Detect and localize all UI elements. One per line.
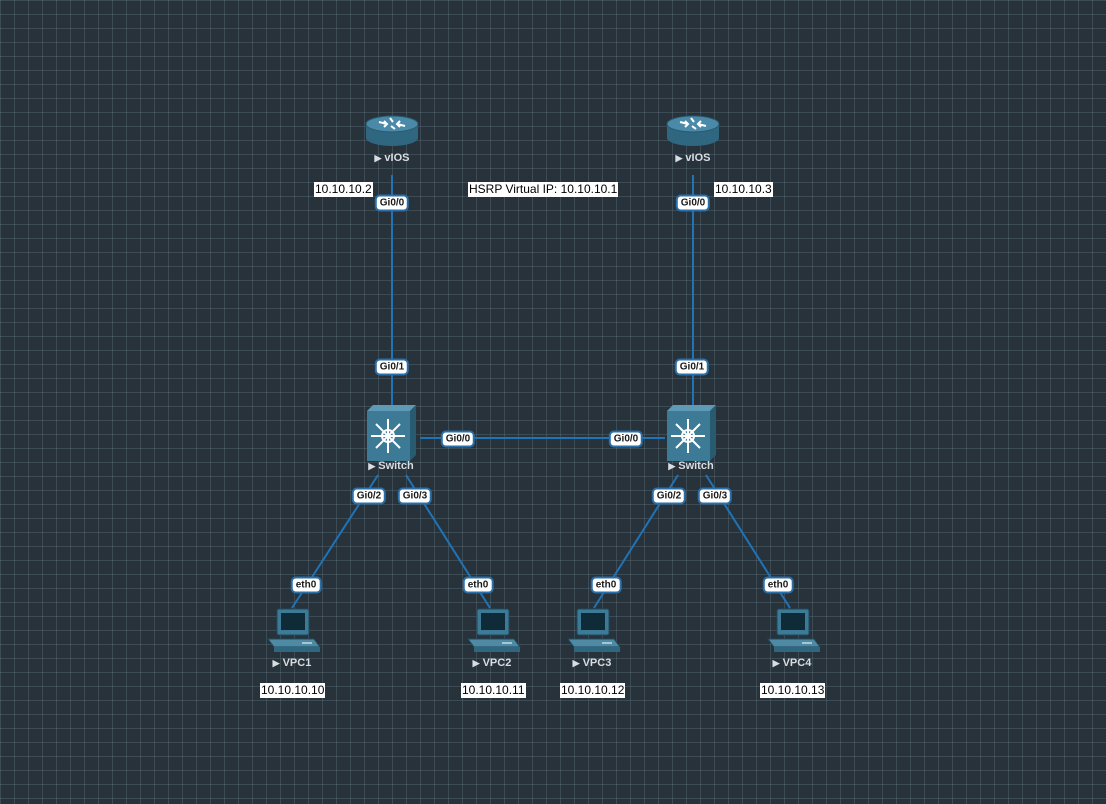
note-vpc2-ip[interactable]: 10.10.10.11 [461,683,526,698]
switch-node-left[interactable]: ▶Switch [356,405,426,477]
play-icon[interactable]: ▶ [772,658,780,668]
router-icon [666,115,720,146]
vpc-label: ▶VPC3 [562,657,622,669]
port-label-vpc1-eth0[interactable]: eth0 [290,576,322,594]
port-label-switch-right-gi01[interactable]: Gi0/1 [674,358,710,376]
switch-label: ▶Switch [656,460,726,472]
vpc-name: VPC1 [282,657,312,669]
play-icon[interactable]: ▶ [472,658,480,668]
vpc-label: ▶VPC1 [262,657,322,669]
pc-icon [567,608,621,652]
port-label-switch-left-gi02[interactable]: Gi0/2 [351,487,387,505]
router-node-left[interactable]: ▶vIOS [360,112,424,168]
vpc-name: VPC2 [482,657,512,669]
switch-name: Switch [678,460,714,472]
vpc-node-4[interactable]: ▶VPC4 [762,605,822,671]
multilayer-switch-icon [667,405,716,461]
port-label-switch-right-gi00[interactable]: Gi0/0 [608,430,644,448]
pc-icon [267,608,321,652]
play-icon[interactable]: ▶ [272,658,280,668]
play-icon[interactable]: ▶ [572,658,580,668]
pc-icon [467,608,521,652]
switch-name: Switch [378,460,414,472]
switch-label: ▶Switch [356,460,426,472]
note-vpc3-ip[interactable]: 10.10.10.12 [560,683,626,698]
multilayer-switch-icon [367,405,416,461]
play-icon[interactable]: ▶ [675,153,683,163]
note-vpc1-ip[interactable]: 10.10.10.10 [260,683,326,698]
router-name: vIOS [685,152,711,164]
port-label-vpc4-eth0[interactable]: eth0 [762,576,794,594]
port-label-switch-left-gi00[interactable]: Gi0/0 [440,430,476,448]
port-label-router-right-gi00[interactable]: Gi0/0 [675,194,711,212]
note-vpc4-ip[interactable]: 10.10.10.13 [760,683,826,698]
port-label-router-left-gi00[interactable]: Gi0/0 [374,194,410,212]
port-label-vpc2-eth0[interactable]: eth0 [462,576,494,594]
vpc-node-1[interactable]: ▶VPC1 [262,605,322,671]
vpc-node-3[interactable]: ▶VPC3 [562,605,622,671]
note-hsrp-virtual-ip[interactable]: HSRP Virtual IP: 10.10.10.1 [468,182,619,197]
play-icon[interactable]: ▶ [374,153,382,163]
vpc-name: VPC4 [782,657,812,669]
note-router-left-ip[interactable]: 10.10.10.2 [314,182,373,197]
port-label-switch-right-gi02[interactable]: Gi0/2 [651,487,687,505]
port-label-switch-left-gi03[interactable]: Gi0/3 [397,487,433,505]
note-router-right-ip[interactable]: 10.10.10.3 [714,182,773,197]
router-icon [365,115,419,146]
play-icon[interactable]: ▶ [368,461,376,471]
port-label-switch-left-gi01[interactable]: Gi0/1 [374,358,410,376]
port-label-switch-right-gi03[interactable]: Gi0/3 [697,487,733,505]
pc-icon [767,608,821,652]
vpc-label: ▶VPC2 [462,657,522,669]
play-icon[interactable]: ▶ [668,461,676,471]
router-name: vIOS [384,152,410,164]
port-label-vpc3-eth0[interactable]: eth0 [590,576,622,594]
switch-node-right[interactable]: ▶Switch [656,405,726,477]
vpc-name: VPC3 [582,657,612,669]
vpc-label: ▶VPC4 [762,657,822,669]
router-label: ▶vIOS [360,152,424,164]
vpc-node-2[interactable]: ▶VPC2 [462,605,522,671]
router-label: ▶vIOS [661,152,725,164]
router-node-right[interactable]: ▶vIOS [661,112,725,168]
